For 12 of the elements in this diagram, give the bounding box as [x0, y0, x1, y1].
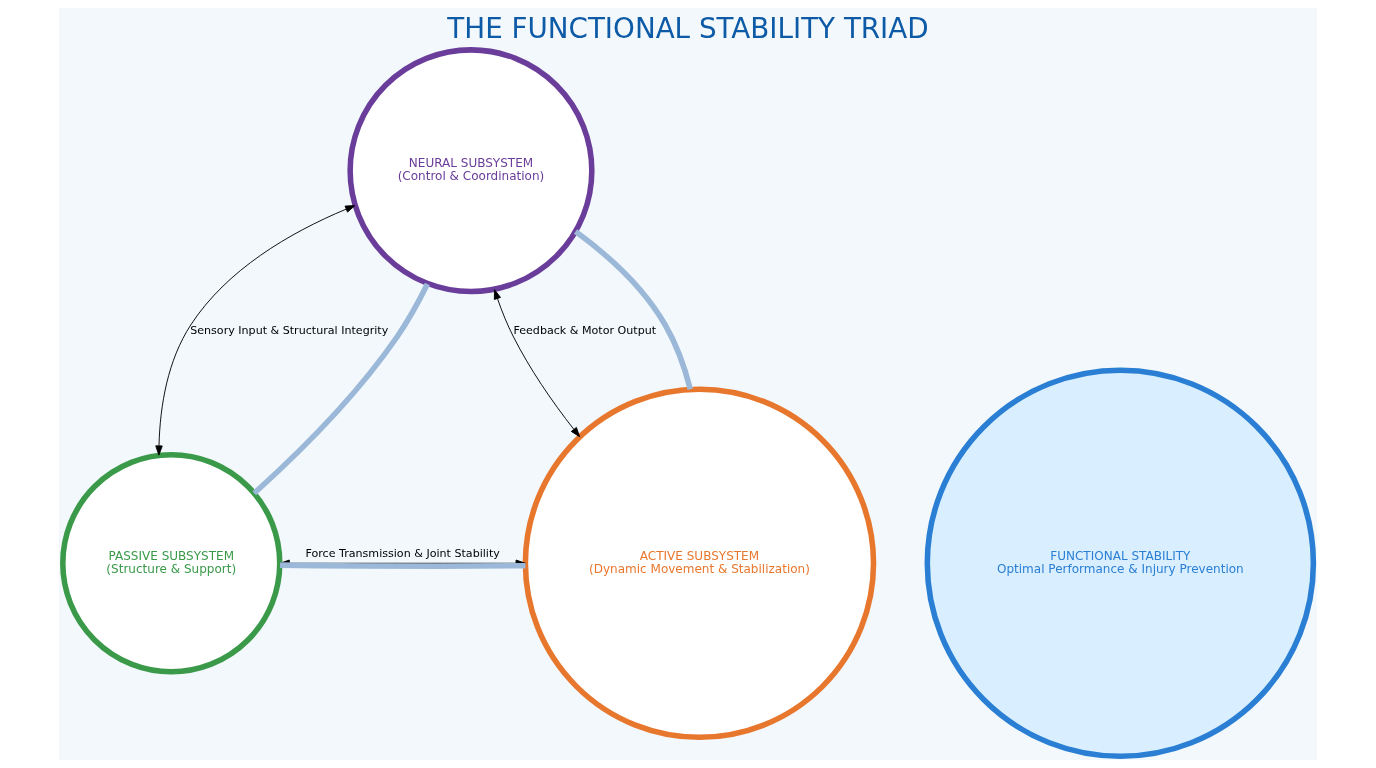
- arrow: [493, 289, 581, 438]
- node-circle: NEURAL SUBSYSTEM (Control & Coordination): [347, 47, 595, 295]
- diagram-title: THE FUNCTIONAL STABILITY TRIAD: [447, 11, 929, 45]
- edge-label: Force Transmission & Joint Stability: [305, 547, 500, 561]
- node-circle: PASSIVE SUBSYSTEM (Structure & Support): [60, 452, 283, 675]
- edge-label: Feedback & Motor Output: [513, 323, 657, 337]
- node-circle: ACTIVE SUBSYSTEM (Dynamic Movement & Stabilization): [522, 386, 877, 741]
- connector: [252, 282, 430, 496]
- connector: [573, 229, 693, 390]
- arrow: [155, 205, 356, 456]
- edge-label: Sensory Input & Structural Integrity: [190, 323, 389, 337]
- node-circle: FUNCTIONAL STABILITY Optimal Performance & Injury Prevention: [924, 367, 1317, 760]
